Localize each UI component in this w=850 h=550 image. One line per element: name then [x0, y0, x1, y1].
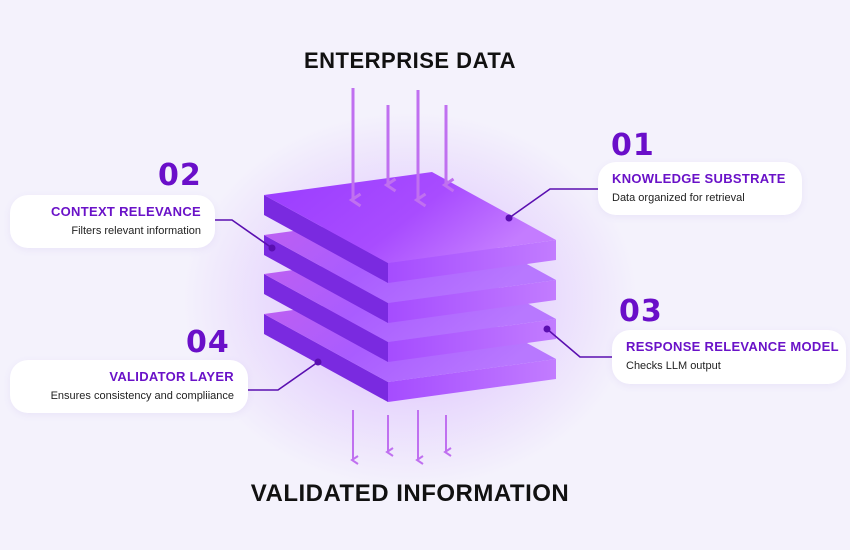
layer-1-right-face [388, 240, 556, 283]
step-title: CONTEXT RELEVANCE [50, 204, 201, 219]
connector-01 [508, 188, 598, 219]
connector-dot-01 [505, 214, 513, 222]
step-title: VALIDATOR LAYER [109, 369, 234, 384]
connector-03 [546, 328, 612, 358]
output-title: VALIDATED INFORMATION [250, 480, 570, 507]
connector-02 [215, 219, 273, 249]
step-description: Filters relevant information [71, 225, 201, 237]
connector-04 [248, 361, 319, 391]
connector-dot-03 [543, 325, 551, 333]
step-description: Ensures consistency and compliiance [50, 390, 234, 402]
layer-3-left-face [264, 274, 388, 362]
layer-3-right-face [388, 319, 556, 362]
layer-1-left-face [264, 195, 388, 283]
connector-dot-04 [314, 358, 322, 366]
step-card-02: CONTEXT RELEVANCE Filters relevant infor… [10, 195, 215, 248]
step-number-04: 04 [186, 325, 230, 360]
step-title: KNOWLEDGE SUBSTRATE [612, 171, 786, 186]
layer-2-right-face [388, 280, 556, 323]
connector-dot-02 [268, 244, 276, 252]
step-number-01: 01 [611, 128, 655, 163]
layer-2-left-face [264, 235, 388, 323]
layer-4-left-face [264, 314, 388, 402]
layer-4-right-face [388, 359, 556, 402]
step-title: RESPONSE RELEVANCE MODEL [626, 339, 839, 354]
step-card-04: VALIDATOR LAYER Ensures consistency and … [10, 360, 248, 413]
step-description: Data organized for retrieval [612, 192, 745, 204]
layer-1-top-face [264, 172, 556, 263]
step-description: Checks LLM output [626, 360, 721, 372]
input-title: ENTERPRISE DATA [303, 48, 517, 73]
step-number-03: 03 [619, 294, 663, 329]
step-card-03: RESPONSE RELEVANCE MODEL Checks LLM outp… [612, 330, 846, 384]
step-number-02: 02 [158, 158, 202, 193]
step-card-01: KNOWLEDGE SUBSTRATE Data organized for r… [598, 162, 802, 215]
